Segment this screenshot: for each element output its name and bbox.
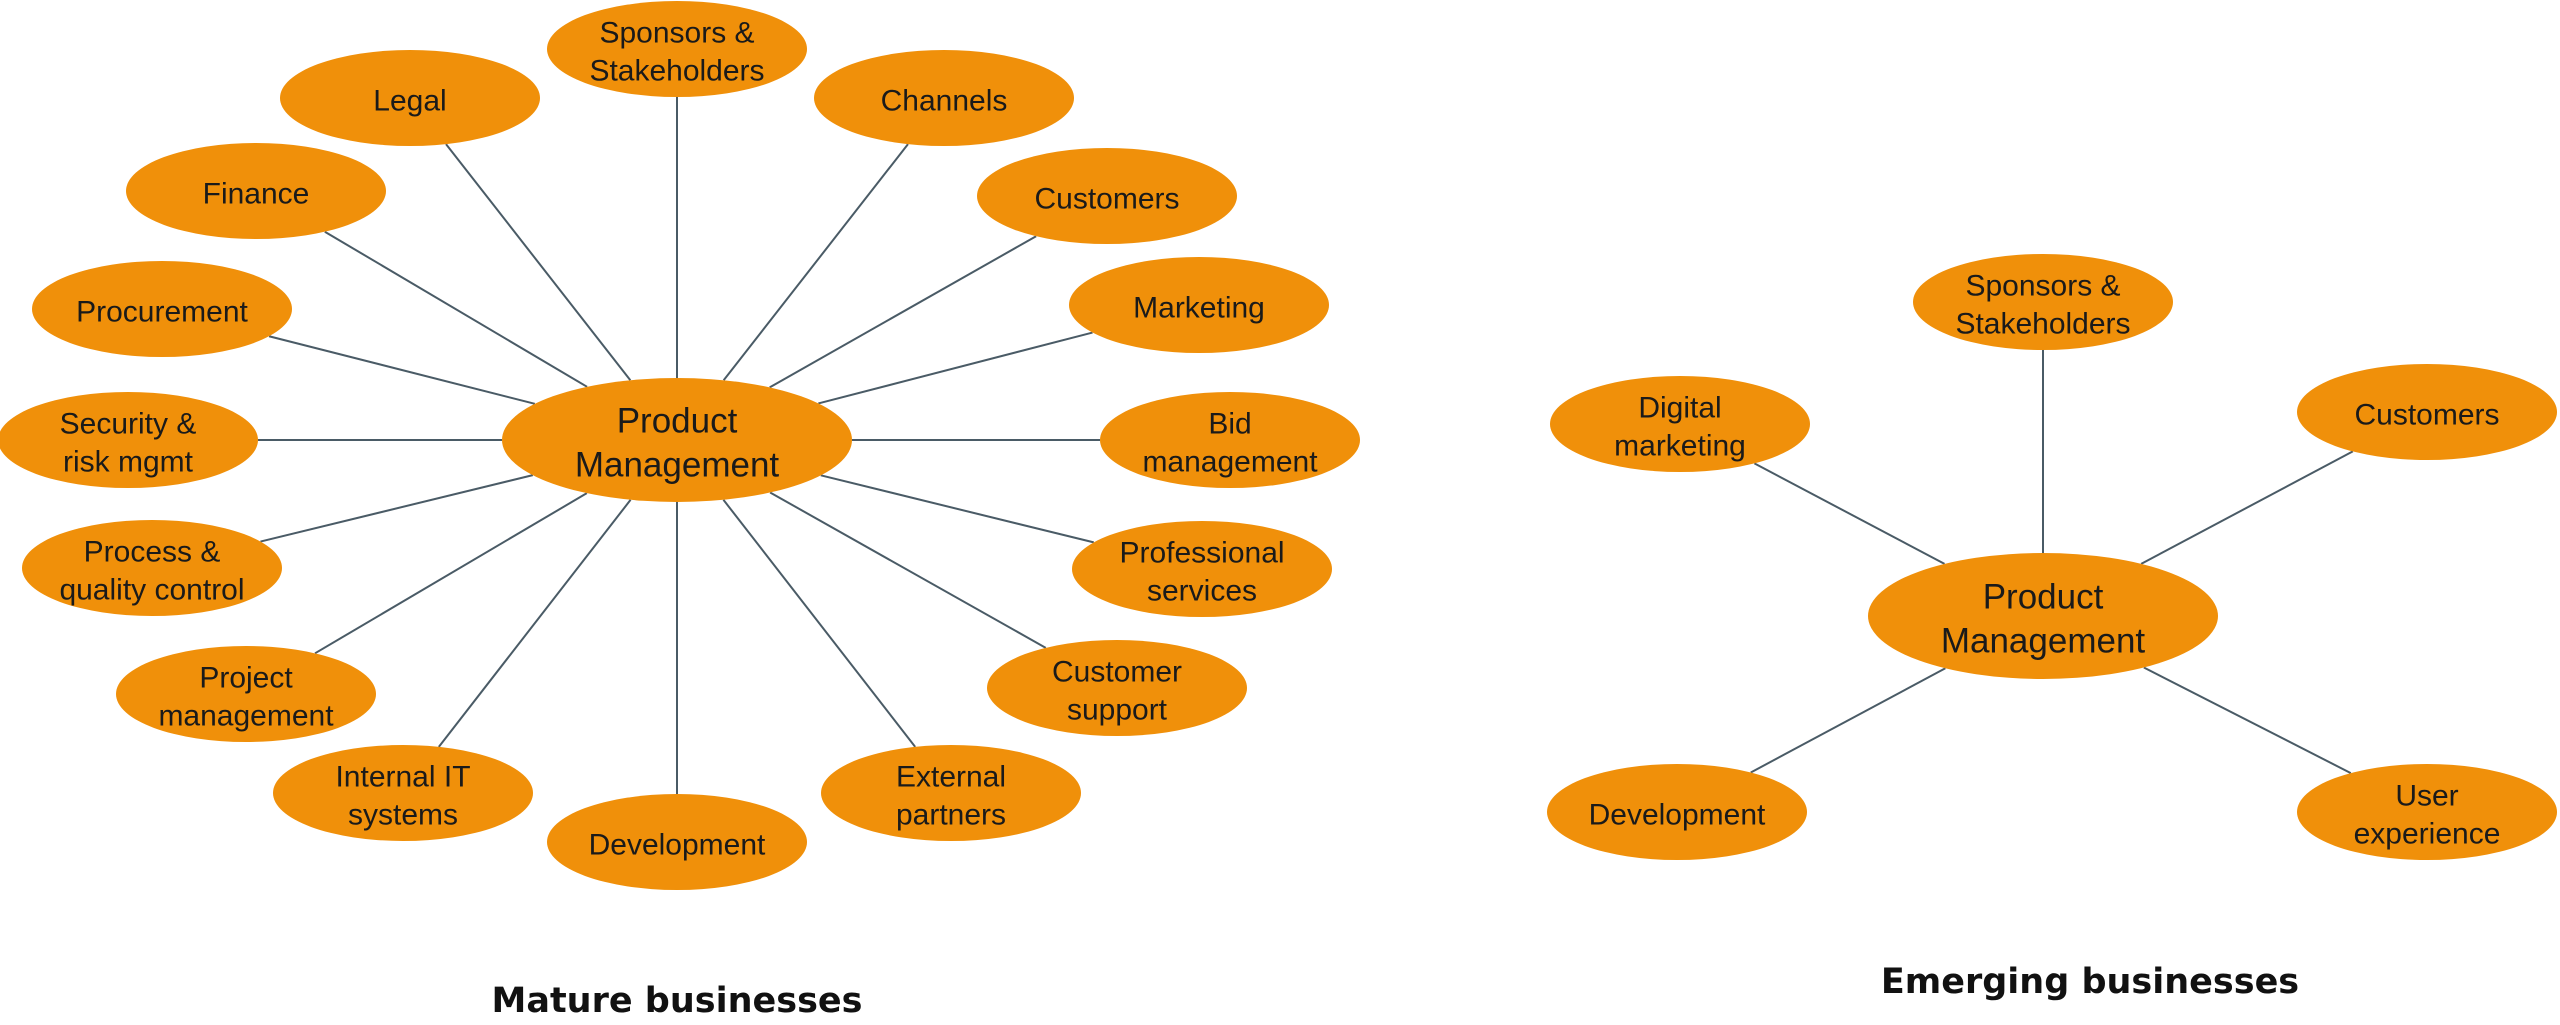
node-development-label: Development (1589, 799, 1766, 832)
node-process-quality-control-label: Process &quality control (59, 536, 244, 607)
connector-user-experience (2143, 666, 2352, 774)
node-sponsors-stakeholders-shape (547, 1, 807, 97)
connector-finance (324, 230, 588, 388)
node-channels: Channels (814, 50, 1074, 146)
node-legal-label: Legal (373, 85, 446, 118)
node-customers: Customers (977, 148, 1237, 244)
node-marketing-label: Marketing (1133, 292, 1265, 325)
node-process-quality-control: Process &quality control (22, 520, 282, 616)
connector-professional-services (820, 474, 1095, 544)
node-sponsors-stakeholders-label: Sponsors &Stakeholders (589, 17, 764, 88)
node-sponsors-stakeholders-label: Sponsors &Stakeholders (1955, 270, 2130, 341)
node-procurement-label: Procurement (76, 296, 248, 329)
node-sponsors-stakeholders: Sponsors &Stakeholders (547, 1, 807, 97)
node-project-management-shape (116, 646, 376, 742)
connector-lines (258, 97, 1100, 794)
node-development: Development (1547, 764, 1807, 860)
node-external-partners-shape (821, 745, 1081, 841)
node-customers-label: Customers (2354, 399, 2499, 432)
connector-project-management (314, 492, 588, 655)
node-customers-shape (977, 148, 1237, 244)
node-process-quality-control-shape (22, 520, 282, 616)
node-digital-marketing-shape (1550, 376, 1810, 472)
connector-internal-it-systems (438, 499, 632, 748)
connector-customer-support (769, 491, 1047, 649)
node-sponsors-stakeholders: Sponsors &Stakeholders (1913, 254, 2173, 350)
node-security-risk-mgmt: Security &risk mgmt (0, 392, 258, 488)
hub-shape (1868, 553, 2218, 679)
node-bid-management-shape (1100, 392, 1360, 488)
connector-procurement (268, 335, 536, 405)
connector-customers (2140, 450, 2354, 565)
connector-marketing (818, 331, 1093, 405)
connector-development (1750, 667, 1946, 774)
node-development-shape (547, 794, 807, 890)
connector-legal (445, 143, 632, 381)
node-procurement: Procurement (32, 261, 292, 357)
node-security-risk-mgmt-label: Security &risk mgmt (60, 408, 197, 479)
node-user-experience-shape (2297, 764, 2557, 860)
mature-businesses-diagram: Sponsors &StakeholdersChannelsCustomersM… (0, 1, 1360, 890)
node-procurement-shape (32, 261, 292, 357)
node-legal: Legal (280, 50, 540, 146)
node-customers-label: Customers (1034, 183, 1179, 216)
node-customer-support-shape (987, 640, 1247, 736)
node-development-shape (1547, 764, 1807, 860)
connector-external-partners (722, 499, 916, 748)
connector-digital-marketing (1753, 462, 1946, 565)
node-marketing: Marketing (1069, 257, 1329, 353)
connector-customers (769, 235, 1037, 389)
node-legal-shape (280, 50, 540, 146)
connector-lines (1750, 350, 2354, 774)
node-marketing-shape (1069, 257, 1329, 353)
node-customers: Customers (2297, 364, 2557, 460)
node-development-label: Development (589, 829, 766, 862)
node-development: Development (547, 794, 807, 890)
nodes: Sponsors &StakeholdersChannelsCustomersM… (0, 1, 1360, 890)
connector-process-quality-control (260, 474, 534, 543)
emerging-businesses-caption: Emerging businesses (1881, 962, 2299, 1002)
node-channels-shape (814, 50, 1074, 146)
hub-shape (502, 378, 852, 502)
node-channels-label: Channels (881, 85, 1008, 118)
node-customers-shape (2297, 364, 2557, 460)
node-finance: Finance (126, 143, 386, 239)
node-sponsors-stakeholders-shape (1913, 254, 2173, 350)
mature-businesses-caption: Mature businesses (492, 981, 863, 1021)
connector-channels (722, 143, 909, 381)
node-finance-label: Finance (203, 178, 310, 211)
node-internal-it-systems-shape (273, 745, 533, 841)
node-security-risk-mgmt-shape (0, 392, 258, 488)
node-professional-services-shape (1072, 521, 1332, 617)
node-finance-shape (126, 143, 386, 239)
